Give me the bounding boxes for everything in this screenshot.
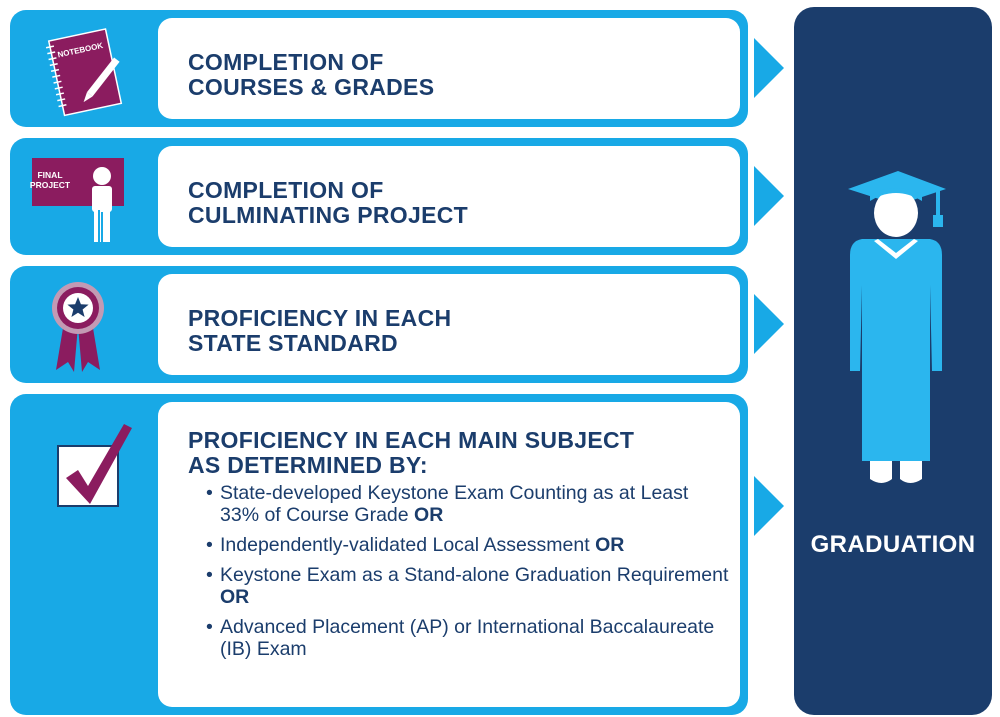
culminating-project-title: COMPLETION OF CULMINATING PROJECT [188, 178, 468, 228]
graduation-label: GRADUATION [810, 531, 976, 558]
title-line: PROFICIENCY IN EACH [188, 305, 452, 331]
row-courses-grades: NOTEBOOK COMPLETION OF COURSES & GRADES [10, 10, 748, 127]
or-label: OR [220, 586, 250, 608]
or-label: OR [595, 534, 625, 556]
list-item: State-developed Keystone Exam Counting a… [206, 482, 730, 526]
culminating-project-card: COMPLETION OF CULMINATING PROJECT [158, 146, 740, 247]
or-label: OR [414, 504, 444, 526]
title-line: STATE STANDARD [188, 330, 398, 356]
title-line: CULMINATING PROJECT [188, 202, 468, 228]
list-item: Independently-validated Local Assessment… [206, 534, 730, 556]
main-subject-card: PROFICIENCY IN EACH MAIN SUBJECT AS DETE… [158, 402, 740, 707]
graduation-panel: GRADUATION [794, 7, 992, 715]
title-line: AS DETERMINED BY: [188, 452, 428, 478]
state-standard-card: PROFICIENCY IN EACH STATE STANDARD [158, 274, 740, 375]
board-label-line-2: PROJECT [30, 180, 71, 190]
main-subject-title: PROFICIENCY IN EACH MAIN SUBJECT AS DETE… [188, 428, 634, 478]
arrow-icon [754, 476, 784, 536]
arrow-icon [754, 166, 784, 226]
criterion-text: State-developed Keystone Exam Counting a… [220, 482, 689, 526]
row-state-standard: PROFICIENCY IN EACH STATE STANDARD [10, 266, 748, 383]
row-main-subject: PROFICIENCY IN EACH MAIN SUBJECT AS DETE… [10, 394, 748, 715]
title-line: COMPLETION OF [188, 177, 384, 203]
list-item: Keystone Exam as a Stand-alone Graduatio… [206, 564, 730, 608]
presentation-board-icon: FINAL PROJECT [30, 158, 124, 242]
courses-grades-card: COMPLETION OF COURSES & GRADES [158, 18, 740, 119]
arrow-icon [754, 38, 784, 98]
courses-grades-title: COMPLETION OF COURSES & GRADES [188, 50, 434, 100]
state-standard-title: PROFICIENCY IN EACH STATE STANDARD [188, 306, 451, 356]
checkmark-icon [57, 424, 132, 507]
row-culminating-project: FINAL PROJECT COMPLETION OF CULMINATING … [10, 138, 748, 255]
criterion-text: Independently-validated Local Assessment [220, 534, 590, 556]
title-line: COMPLETION OF [188, 49, 384, 75]
criterion-text: Advanced Placement (AP) or International… [220, 616, 715, 660]
award-ribbon-icon [52, 282, 104, 372]
notebook-icon: NOTEBOOK [45, 28, 123, 117]
title-line: PROFICIENCY IN EACH MAIN SUBJECT [188, 427, 635, 453]
board-label-line-1: FINAL [37, 170, 62, 180]
graduate-icon [848, 171, 946, 483]
criterion-text: Keystone Exam as a Stand-alone Graduatio… [220, 564, 729, 586]
title-line: COURSES & GRADES [188, 74, 435, 100]
criteria-list: State-developed Keystone Exam Counting a… [206, 482, 730, 668]
list-item: Advanced Placement (AP) or International… [206, 616, 730, 660]
arrow-icon [754, 294, 784, 354]
